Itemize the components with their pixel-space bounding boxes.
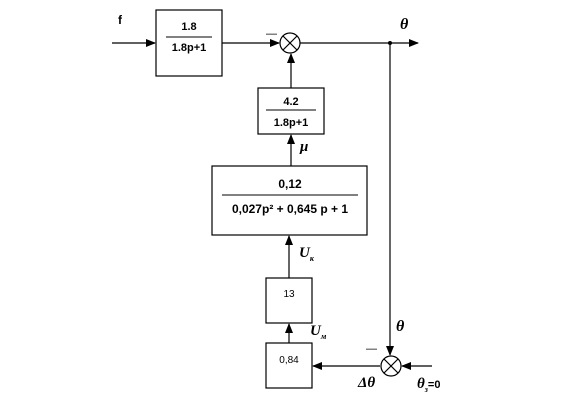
amplifier-block: 13 <box>265 277 313 324</box>
output-label: θ <box>400 16 409 33</box>
u-k-label: Uк <box>299 245 315 263</box>
input-label: f <box>118 13 123 27</box>
error-label: Δθ <box>357 375 375 391</box>
u-m-label: Uм <box>310 323 327 341</box>
amplifier-gain: 13 <box>283 289 295 300</box>
bottom-summing-junction <box>380 355 402 377</box>
disturbance-denominator: 1.8p+1 <box>172 42 207 54</box>
bottom-minus-sign: — <box>366 343 377 355</box>
top-summing-junction <box>279 32 301 54</box>
plant-block: 4.2 1.8p+1 <box>257 87 325 135</box>
actuator-numerator: 0,12 <box>278 177 302 191</box>
sensor-block: 0,84 <box>265 342 313 389</box>
feedback-label: θ <box>396 318 405 335</box>
reference-label: θз=0 <box>417 376 440 394</box>
plant-denominator: 1.8p+1 <box>274 117 309 129</box>
actuator-block: 0,12 0,027p² + 0,645 p + 1 <box>211 165 368 236</box>
disturbance-block: 1.8 1.8p+1 <box>155 9 223 77</box>
top-minus-sign: — <box>266 28 277 40</box>
sensor-gain: 0,84 <box>279 355 299 366</box>
mu-label: μ <box>299 139 308 155</box>
plant-numerator: 4.2 <box>283 96 298 108</box>
disturbance-numerator: 1.8 <box>181 21 196 33</box>
actuator-denominator: 0,027p² + 0,645 p + 1 <box>232 202 348 216</box>
